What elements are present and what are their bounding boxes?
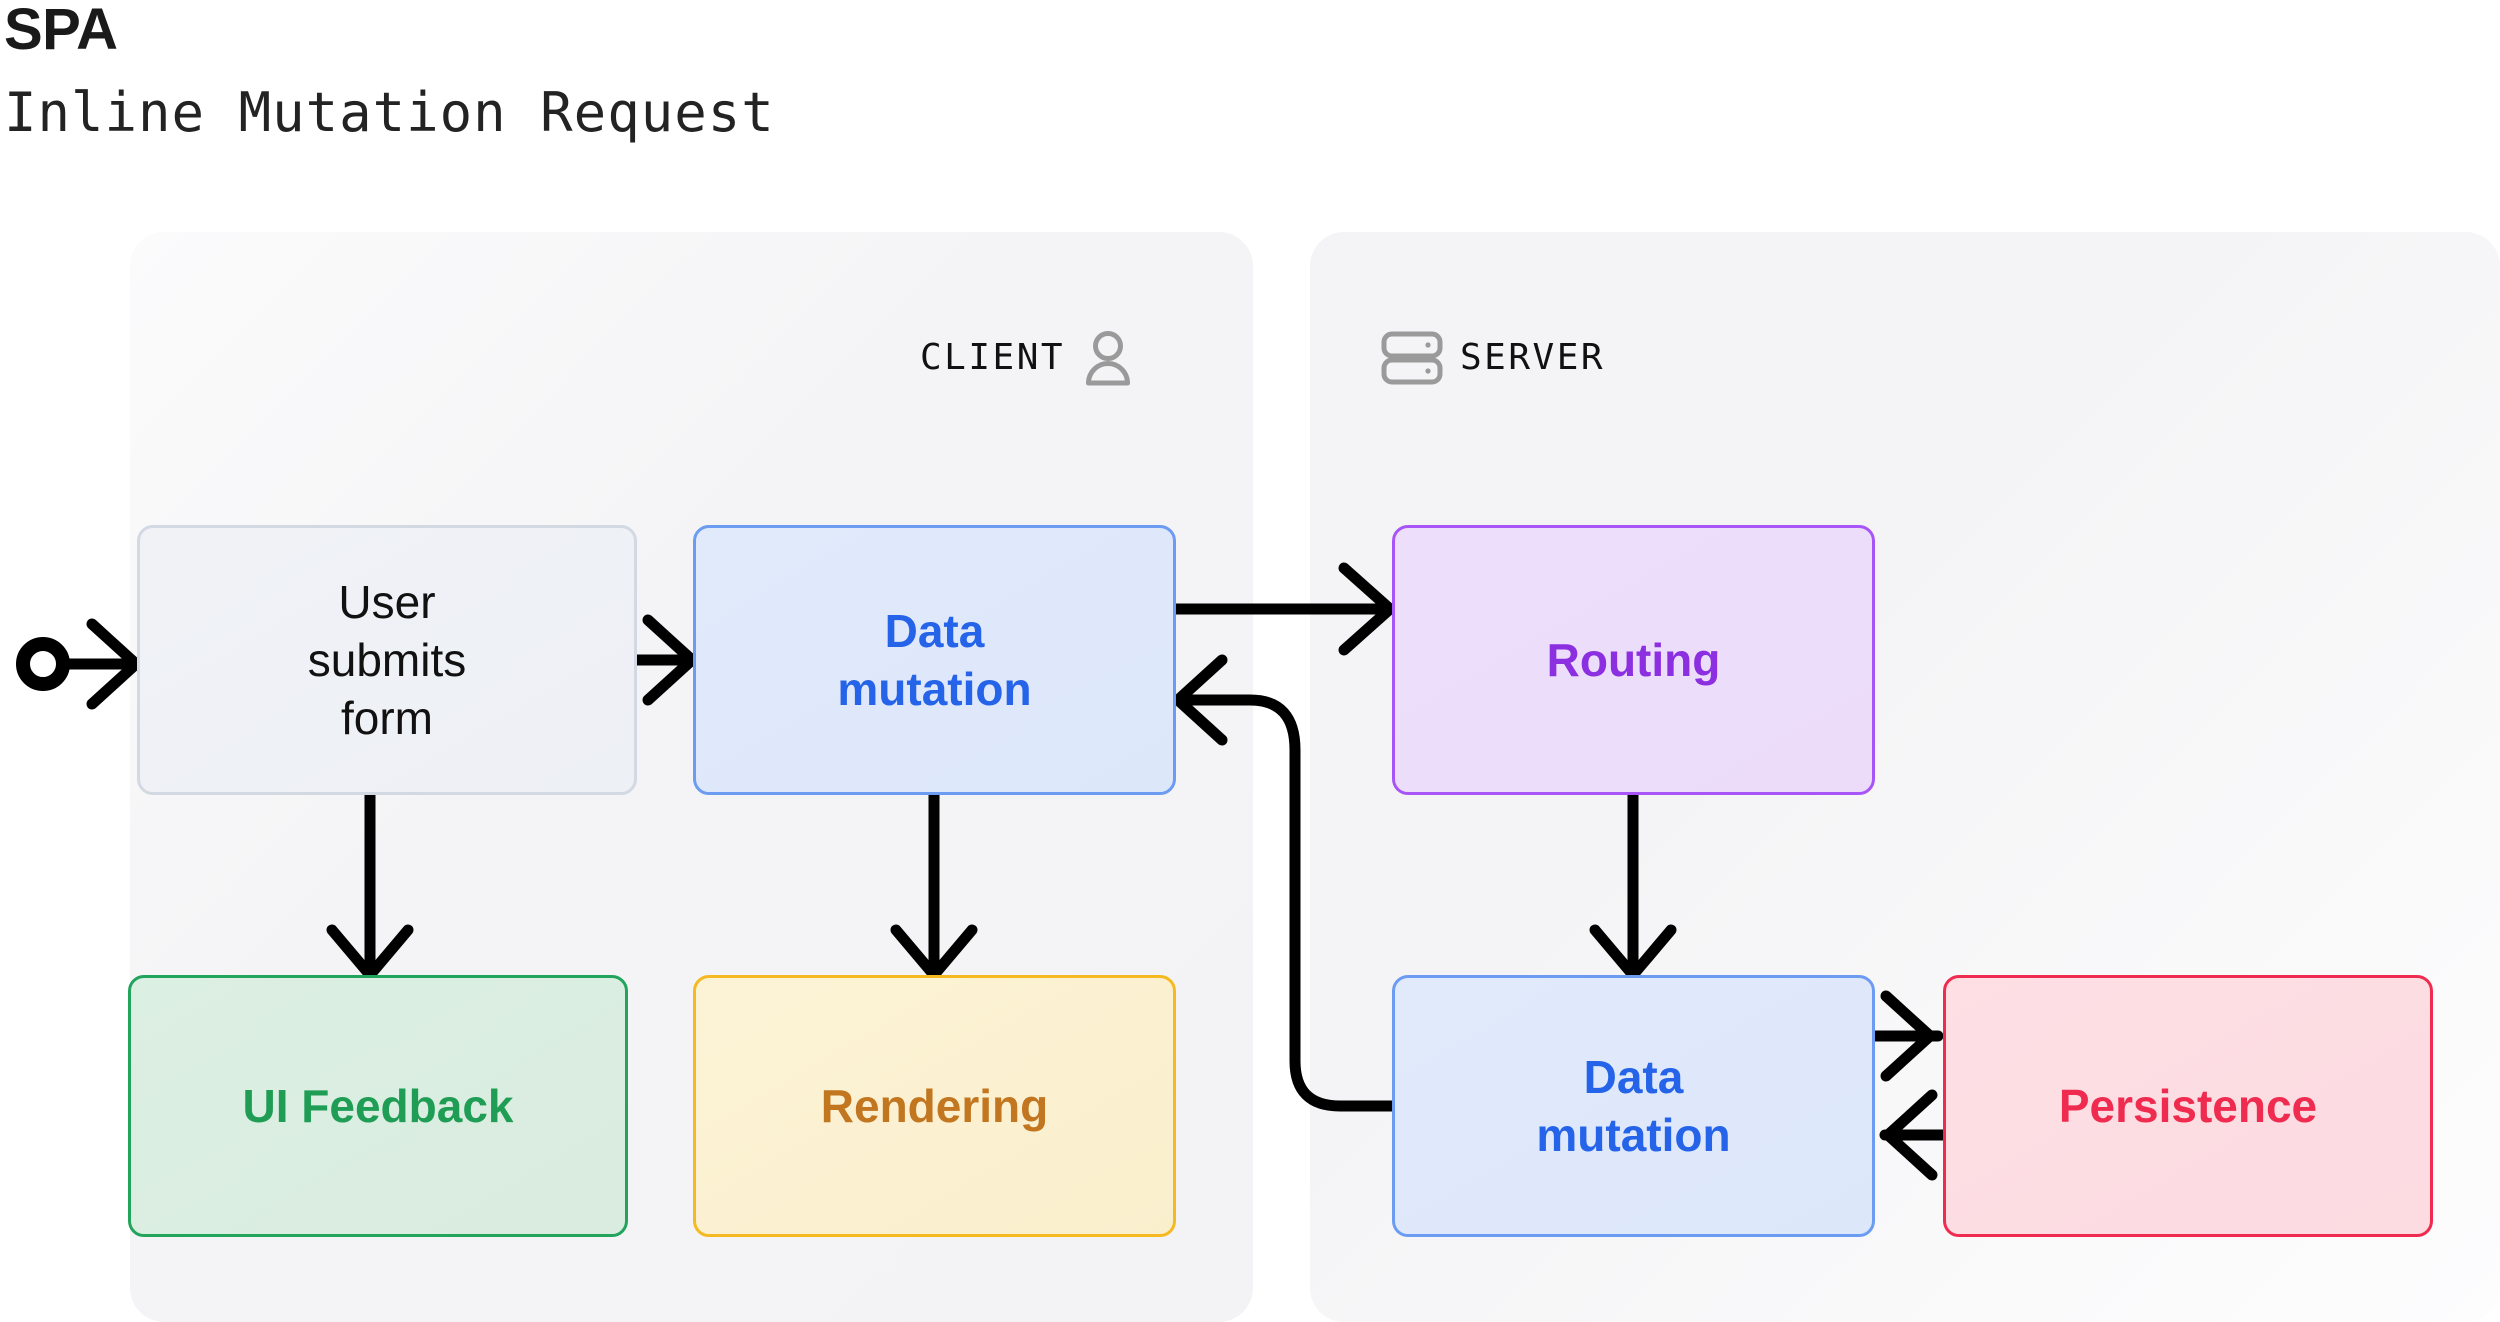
panel-label-server: SERVER: [1380, 330, 1605, 386]
node-routing[interactable]: Routing: [1392, 525, 1875, 795]
server-rack-icon: [1380, 330, 1444, 386]
page-title: SPA: [4, 0, 118, 62]
node-rendering[interactable]: Rendering: [693, 975, 1176, 1237]
node-user-submits-form[interactable]: User submits form: [137, 525, 637, 795]
node-ui-feedback[interactable]: UI Feedback: [128, 975, 628, 1237]
page-subtitle: Inline Mutation Request: [4, 81, 775, 144]
panel-label-client-text: CLIENT: [920, 337, 1066, 378]
panel-label-client: CLIENT: [920, 330, 1135, 386]
start-node-marker: [16, 618, 142, 710]
user-icon: [1081, 330, 1135, 386]
node-client-data-mutation[interactable]: Data mutation: [693, 525, 1176, 795]
diagram-header: SPA Inline Mutation Request: [0, 0, 1400, 200]
node-persistence[interactable]: Persistence: [1943, 975, 2433, 1237]
panel-label-server-text: SERVER: [1460, 337, 1606, 378]
node-server-data-mutation[interactable]: Data mutation: [1392, 975, 1875, 1237]
